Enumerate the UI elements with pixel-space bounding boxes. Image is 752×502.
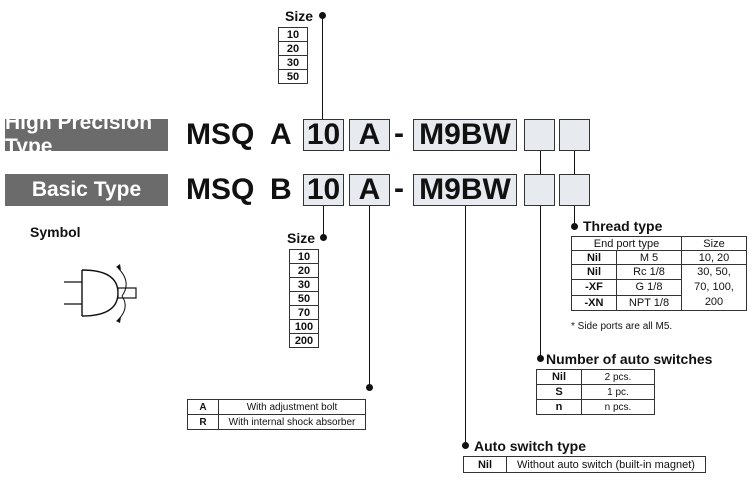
size-top-leader bbox=[322, 15, 323, 119]
auto-switch-count-title: Number of auto switches bbox=[546, 351, 713, 367]
row-a-dash: - bbox=[394, 117, 404, 150]
auto-switch-count-code: S bbox=[536, 384, 582, 400]
adjustment-code: A bbox=[187, 399, 219, 415]
rotary-actuator-symbol-icon bbox=[64, 264, 137, 323]
auto-switch-count-table: Nil 2 pcs. S 1 pc. n n pcs. bbox=[536, 369, 655, 415]
row-b-switch-box: M9BW bbox=[413, 174, 517, 206]
thread-size: 200 bbox=[704, 296, 724, 308]
size-bottom-leader bbox=[323, 206, 324, 237]
thread-size: 70, 100, bbox=[694, 281, 734, 293]
row-a-thread-box bbox=[559, 119, 590, 151]
size-top-title: Size bbox=[285, 8, 314, 24]
size-top-value: 10 bbox=[278, 27, 308, 42]
thread-port: NPT 1/8 bbox=[616, 294, 682, 312]
auto-switch-count-desc: 1 pc. bbox=[581, 384, 655, 400]
count-leader bbox=[540, 206, 541, 359]
size-bottom-value: 50 bbox=[289, 291, 319, 306]
auto-switch-type-desc: Without auto switch (built-in magnet) bbox=[506, 456, 706, 473]
size-bottom-value: 30 bbox=[289, 277, 319, 292]
thread-header-size: Size bbox=[681, 236, 747, 251]
adjustment-code: R bbox=[187, 414, 219, 430]
size-bottom-value: 70 bbox=[289, 305, 319, 320]
switch-leader bbox=[465, 206, 466, 444]
thread-type-title: Thread type bbox=[583, 218, 663, 234]
auto-switch-count-code: n bbox=[536, 399, 582, 415]
row-a-option-box: A bbox=[349, 119, 390, 151]
adjustment-desc: With internal shock absorber bbox=[218, 414, 366, 430]
thread-code: Nil bbox=[571, 250, 617, 265]
thread-code: -XN bbox=[571, 294, 617, 312]
thread-code: Nil bbox=[571, 263, 617, 281]
row-a-count-box bbox=[524, 119, 555, 151]
count-dot bbox=[537, 355, 544, 362]
row-a-size-box: 10 bbox=[303, 119, 344, 151]
row-a-letter: A bbox=[270, 118, 292, 151]
size-bottom-value: 100 bbox=[289, 319, 319, 334]
size-top-value: 50 bbox=[278, 69, 308, 84]
adjustment-table: A With adjustment bolt R With internal s… bbox=[187, 399, 366, 430]
size-top-value: 20 bbox=[278, 41, 308, 56]
size-bottom-table: 10 20 30 50 70 100 200 bbox=[289, 249, 319, 348]
auto-switch-type-code: Nil bbox=[463, 456, 507, 473]
size-bottom-value: 200 bbox=[289, 333, 319, 348]
adjustment-desc: With adjustment bolt bbox=[218, 399, 366, 415]
thread-port: Rc 1/8 bbox=[616, 263, 682, 281]
thread-header-port: End port type bbox=[571, 236, 682, 251]
high-precision-type-label: High Precision Type bbox=[5, 111, 168, 158]
thread-row-link bbox=[574, 151, 575, 174]
row-b-letter: B bbox=[270, 173, 292, 206]
auto-switch-count-code: Nil bbox=[536, 369, 582, 385]
row-a-switch-box: M9BW bbox=[413, 119, 517, 151]
size-top-table: 10 20 30 50 bbox=[278, 27, 308, 84]
switch-dot bbox=[462, 442, 469, 449]
auto-switch-count-desc: n pcs. bbox=[581, 399, 655, 415]
size-bottom-value: 10 bbox=[289, 249, 319, 264]
row-b-prefix: MSQ bbox=[186, 173, 255, 206]
basic-type-label: Basic Type bbox=[5, 174, 168, 206]
size-bottom-dot bbox=[320, 234, 327, 241]
thread-port: G 1/8 bbox=[616, 279, 682, 296]
auto-switch-type-table: Nil Without auto switch (built-in magnet… bbox=[463, 456, 706, 473]
row-b-option-box: A bbox=[349, 174, 390, 206]
auto-switch-count-desc: 2 pcs. bbox=[581, 369, 655, 385]
thread-code: -XF bbox=[571, 279, 617, 296]
thread-dot bbox=[571, 223, 578, 230]
row-b-count-box bbox=[524, 174, 555, 206]
option-leader bbox=[369, 206, 370, 386]
thread-port: M 5 bbox=[616, 250, 682, 265]
symbol-title: Symbol bbox=[30, 224, 81, 240]
size-bottom-title: Size bbox=[287, 230, 316, 246]
row-a-prefix: MSQ bbox=[186, 118, 255, 151]
option-dot bbox=[366, 384, 373, 391]
count-row-link bbox=[540, 151, 541, 174]
row-b-dash: - bbox=[394, 172, 404, 205]
thread-size: 30, 50, bbox=[697, 266, 731, 278]
row-b-thread-box bbox=[559, 174, 590, 206]
size-bottom-value: 20 bbox=[289, 263, 319, 278]
thread-type-table: End port type Size Nil M 5 10, 20 Nil Rc… bbox=[571, 236, 747, 312]
thread-note: * Side ports are all M5. bbox=[571, 321, 673, 332]
row-b-size-box: 10 bbox=[303, 174, 344, 206]
auto-switch-type-title: Auto switch type bbox=[474, 438, 587, 454]
size-top-value: 30 bbox=[278, 55, 308, 70]
thread-leader bbox=[574, 206, 575, 227]
thread-size: 10, 20 bbox=[681, 250, 747, 265]
